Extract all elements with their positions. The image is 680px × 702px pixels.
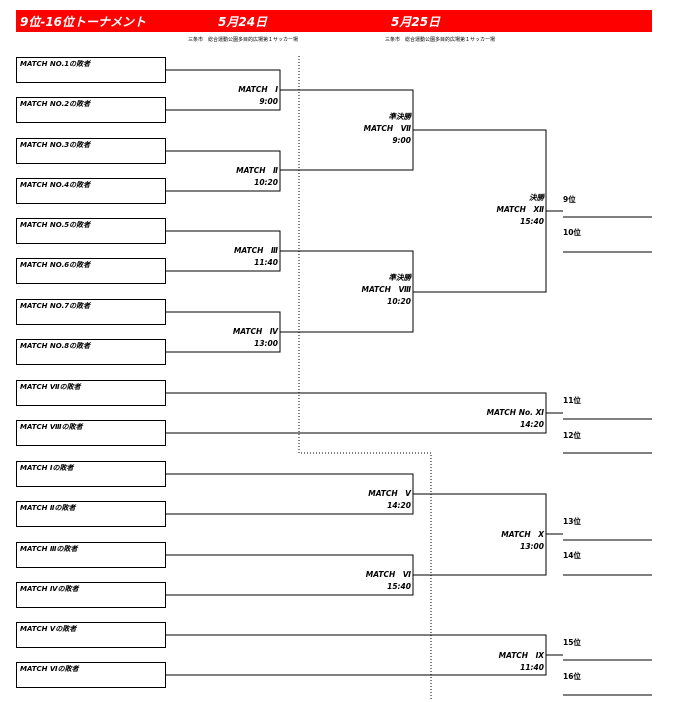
team-box: MATCH Ⅳの敗者: [16, 582, 166, 608]
bracket-match-9: [166, 634, 547, 676]
team-box: MATCH NO.2の敗者: [16, 97, 166, 123]
team-box: MATCH Ⅱの敗者: [16, 501, 166, 527]
place-label: 15位: [563, 638, 581, 647]
tournament-title: 9位-16位トーナメント: [20, 15, 147, 29]
place-label: 11位: [563, 396, 581, 405]
place-label: 10位: [563, 228, 581, 237]
team-box: MATCH NO.7の敗者: [16, 299, 166, 325]
bracket-match-2: [166, 150, 281, 192]
place-label: 9位: [563, 195, 576, 204]
team-box: MATCH Ⅲの敗者: [16, 542, 166, 568]
venue-day1: 三条市 総合運動公園多目的広場第１サッカー場: [188, 37, 299, 43]
team-box: MATCH NO.1の敗者: [16, 57, 166, 83]
place-label: 14位: [563, 551, 581, 560]
team-box: MATCH Ⅶの敗者: [16, 380, 166, 406]
day2-label: 5月25日: [391, 15, 441, 29]
team-box: MATCH Ⅷの敗者: [16, 420, 166, 446]
day-separator-line: [298, 56, 432, 700]
team-box: MATCH NO.5の敗者: [16, 218, 166, 244]
team-box: MATCH NO.4の敗者: [16, 178, 166, 204]
venue-day2: 三条市 総合運動公園多目的広場第１サッカー場: [385, 37, 496, 43]
header-bar: 9位-16位トーナメント 5月24日 5月25日: [16, 10, 652, 32]
team-box: MATCH Ⅴの敗者: [16, 622, 166, 648]
team-box: MATCH NO.6の敗者: [16, 258, 166, 284]
team-box: MATCH NO.8の敗者: [16, 339, 166, 365]
team-box: MATCH Ⅰの敗者: [16, 461, 166, 487]
place-label: 13位: [563, 517, 581, 526]
team-box: MATCH NO.3の敗者: [16, 138, 166, 164]
day1-label: 5月24日: [218, 15, 268, 29]
place-label: 12位: [563, 431, 581, 440]
team-box: MATCH Ⅵの敗者: [16, 662, 166, 688]
place-label: 16位: [563, 672, 581, 681]
